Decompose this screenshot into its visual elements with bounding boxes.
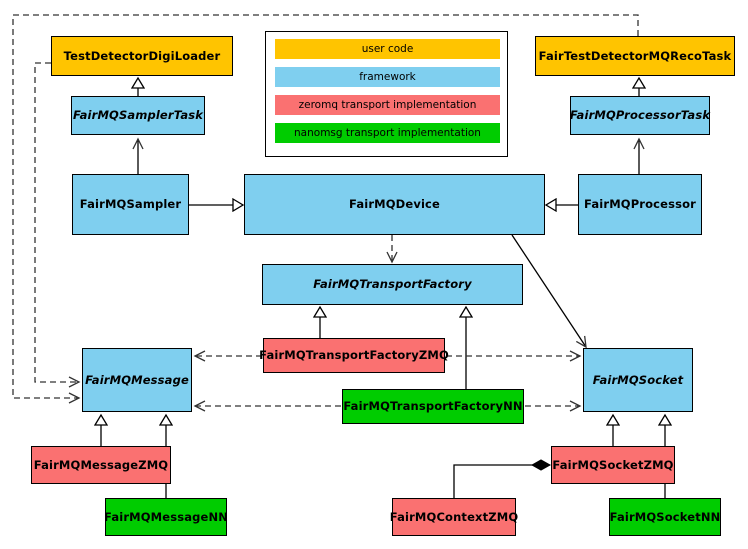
class-node-fair-mq-socket-zmq[interactable]: FairMQSocketZMQ — [551, 446, 675, 484]
class-label: FairMQTransportFactoryNN — [343, 399, 523, 414]
class-node-fair-mq-transport-factory-nn[interactable]: FairMQTransportFactoryNN — [342, 389, 524, 424]
legend-label: zeromq transport implementation — [298, 99, 477, 111]
legend-label: nanomsg transport implementation — [294, 127, 481, 139]
legend-item-framework: framework — [275, 67, 500, 87]
class-node-fair-mq-message-nn[interactable]: FairMQMessageNN — [104, 498, 228, 536]
legend-panel: user code framework zeromq transport imp… — [265, 31, 508, 157]
class-label: FairMQContextZMQ — [389, 509, 519, 524]
class-label: FairMQTransportFactory — [313, 277, 472, 292]
legend-label: user code — [361, 43, 414, 55]
class-node-fair-mq-processor-task[interactable]: FairMQProcessorTask — [570, 96, 710, 135]
class-label: FairMQTransportFactoryZMQ — [259, 348, 449, 363]
class-node-fair-mq-processor[interactable]: FairMQProcessor — [578, 174, 702, 235]
class-label: FairTestDetectorMQRecoTask — [538, 48, 732, 63]
legend-item-user-code: user code — [275, 39, 500, 59]
class-label: FairMQSocket — [592, 372, 684, 387]
class-label: FairMQDevice — [349, 197, 440, 212]
class-label: FairMQProcessor — [584, 197, 696, 212]
class-node-fair-mq-socket[interactable]: FairMQSocket — [583, 348, 693, 412]
class-label: FairMQMessageZMQ — [33, 457, 169, 472]
edge-device-to-socket — [511, 234, 587, 349]
legend-item-zeromq: zeromq transport implementation — [275, 95, 500, 115]
class-node-fair-mq-sampler[interactable]: FairMQSampler — [72, 174, 189, 235]
class-label: FairMQProcessorTask — [569, 108, 711, 123]
class-node-fair-mq-device[interactable]: FairMQDevice — [244, 174, 545, 235]
class-node-fair-mq-sampler-task[interactable]: FairMQSamplerTask — [71, 96, 205, 135]
class-node-test-detector-digi-loader[interactable]: TestDetectorDigiLoader — [51, 36, 233, 76]
class-label: FairMQMessage — [85, 372, 189, 387]
class-node-fair-mq-context-zmq[interactable]: FairMQContextZMQ — [389, 498, 519, 536]
class-label: FairMQSampler — [79, 197, 182, 212]
class-label: FairMQSocketNN — [609, 509, 721, 524]
class-label: FairMQMessageNN — [104, 509, 228, 524]
class-label: TestDetectorDigiLoader — [63, 48, 221, 63]
legend-item-nanomsg: nanomsg transport implementation — [275, 123, 500, 143]
class-label: FairMQSamplerTask — [72, 108, 204, 123]
edge-contextzmq-to-socketzmq — [453, 465, 550, 498]
legend-label: framework — [359, 71, 416, 83]
class-node-fair-mq-message-zmq[interactable]: FairMQMessageZMQ — [31, 446, 171, 484]
class-node-fair-test-detector-mq-reco-task[interactable]: FairTestDetectorMQRecoTask — [535, 36, 735, 76]
class-label: FairMQSocketZMQ — [552, 457, 674, 472]
class-node-fair-mq-socket-nn[interactable]: FairMQSocketNN — [609, 498, 721, 536]
class-node-fair-mq-transport-factory[interactable]: FairMQTransportFactory — [262, 264, 523, 305]
class-node-fair-mq-transport-factory-zmq[interactable]: FairMQTransportFactoryZMQ — [259, 338, 449, 373]
class-node-fair-mq-message[interactable]: FairMQMessage — [82, 348, 192, 412]
